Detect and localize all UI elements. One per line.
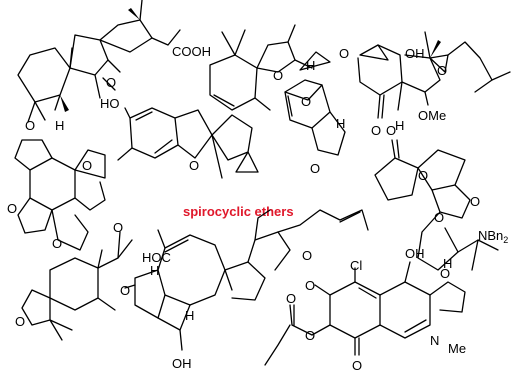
atom-o-9a: O	[120, 283, 130, 298]
molecule-diepoxide-ketone: O OH O O H OMe	[339, 31, 511, 138]
atom-o-6a: O	[25, 118, 35, 133]
atom-o-8: O	[113, 220, 123, 235]
atom-cl: Cl	[350, 258, 362, 273]
atom-o-10b: O	[305, 278, 315, 293]
atom-oh-3: OH	[405, 46, 425, 61]
atom-o-3b: O	[437, 63, 447, 78]
molecule-spiro-lactone-amine: O O O O H NBn2	[374, 123, 508, 271]
atom-o-10e: O	[352, 358, 362, 373]
atom-nbn: NBn2	[478, 228, 508, 245]
atom-h-3: H	[395, 118, 404, 133]
molecule-spiro-cyclohexene-thf: O H	[209, 24, 315, 111]
atom-h-2: H	[306, 58, 315, 73]
atom-o-7b: O	[418, 168, 428, 183]
molecule-oxa-cage-cyclopropane: O H O	[284, 51, 346, 176]
atom-oh-10: OH	[405, 246, 425, 261]
atom-cooh: COOH	[172, 44, 211, 59]
atom-o-3a: O	[339, 46, 349, 61]
molecule-spiro-thf-ketone: O O	[15, 220, 133, 341]
atom-h-7: H	[443, 256, 452, 271]
atom-o-7c: O	[470, 194, 480, 209]
atom-h-1: H	[55, 118, 64, 133]
atom-o-2: O	[273, 68, 283, 83]
atom-h-5: H	[336, 116, 345, 131]
atom-o-3c: O	[371, 123, 381, 138]
molecule-decalin-spiro-thf-acid: O COOH H	[17, 0, 211, 133]
atom-o-5b: O	[310, 161, 320, 176]
atom-o-6c: O	[7, 201, 17, 216]
molecule-azaphilone: Cl OH O O N Me O O O	[264, 246, 466, 373]
atom-o-10d: O	[305, 328, 315, 343]
atom-o-5a: O	[301, 94, 311, 109]
molecule-benzofuran-spiro-bicycle: HO O	[100, 96, 259, 179]
atom-o-7a: O	[386, 123, 396, 138]
atom-h-9b: H	[185, 308, 194, 323]
atom-oh-9: OH	[172, 356, 192, 371]
atom-ome: OMe	[418, 108, 446, 123]
molecule-polycyclic-terpenoid: HOC O H H O OH	[120, 209, 369, 371]
atom-hoc: HOC	[142, 250, 171, 265]
atom-ho-4: HO	[100, 96, 120, 111]
atom-o-6b: O	[82, 158, 92, 173]
atom-me: Me	[448, 341, 466, 356]
figure-title: spirocyclic ethers	[183, 204, 294, 219]
atom-h-9a: H	[150, 263, 159, 278]
atom-n: N	[430, 333, 439, 348]
molecule-dispiro-bis-thf: O O O O	[7, 118, 106, 251]
atom-o-8b: O	[15, 314, 25, 329]
atom-o-4: O	[189, 158, 199, 173]
atom-o-10a: O	[440, 266, 450, 281]
atom-o-6d: O	[52, 236, 62, 251]
atom-o-10c: O	[286, 291, 296, 306]
atom-o-7d: O	[434, 210, 444, 225]
atom-o-9b: O	[302, 248, 312, 263]
atom-o-1: O	[106, 75, 116, 90]
